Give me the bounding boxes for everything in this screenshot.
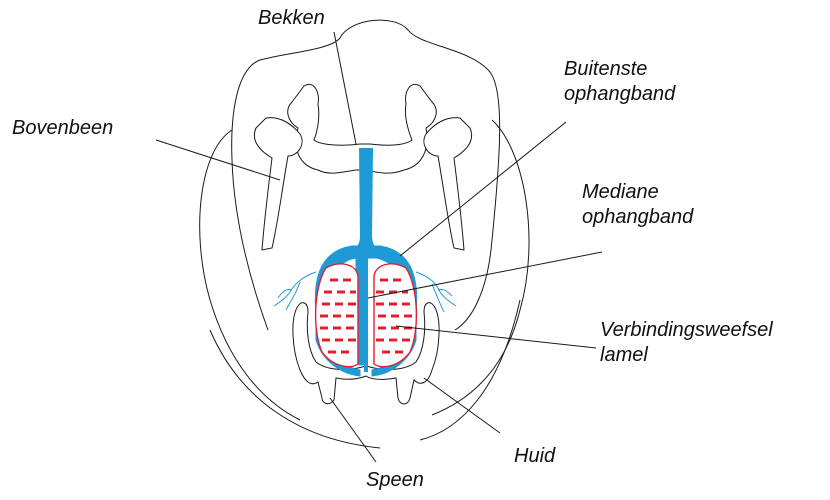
- label-pelvis: Bekken: [258, 6, 325, 31]
- label-median-ligament-line1: Mediane: [582, 180, 693, 205]
- label-thigh-bone-text: Bovenbeen: [12, 116, 113, 141]
- label-teat: Speen: [366, 468, 424, 493]
- thigh-bone-right: [424, 118, 472, 250]
- label-median-ligament-line2: ophangband: [582, 205, 693, 230]
- label-median-ligament: Mediane ophangband: [582, 180, 693, 230]
- label-skin-text: Huid: [514, 444, 555, 469]
- leader-line-teat: [330, 398, 376, 462]
- label-teat-text: Speen: [366, 468, 424, 493]
- label-thigh-bone: Bovenbeen: [12, 116, 113, 141]
- thigh-bone-left: [254, 118, 302, 250]
- label-connective-tissue-lamella: Verbindingsweefsel lamel: [600, 318, 773, 368]
- label-lamella-line2: lamel: [600, 343, 773, 368]
- leader-line-skin: [424, 378, 500, 433]
- label-outer-ligament: Buitenste ophangband: [564, 57, 675, 107]
- label-outer-ligament-line1: Buitenste: [564, 57, 675, 82]
- label-skin: Huid: [514, 444, 555, 469]
- label-pelvis-text: Bekken: [258, 6, 325, 31]
- label-lamella-line1: Verbindingsweefsel: [600, 318, 773, 343]
- label-outer-ligament-line2: ophangband: [564, 82, 675, 107]
- leader-line-pelvis: [334, 32, 356, 144]
